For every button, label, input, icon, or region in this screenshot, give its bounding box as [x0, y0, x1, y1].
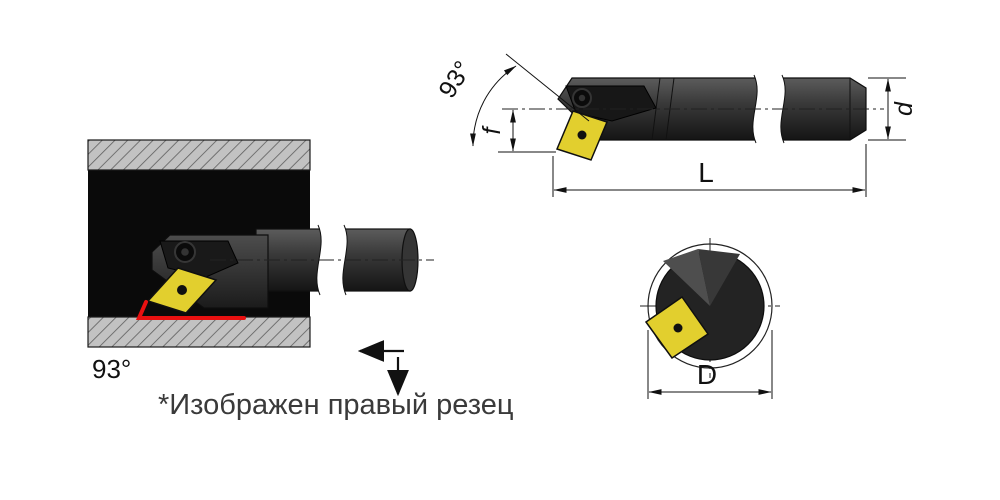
f-label: f [478, 124, 506, 134]
insert-hole [177, 285, 187, 295]
side-insert-hole [577, 130, 587, 140]
dim-D: D [647, 330, 773, 399]
end-head-facet-light [663, 249, 710, 306]
section-angle-label: 93° [92, 354, 131, 384]
cutting-edge-extension-line [505, 53, 590, 122]
dim-L: L [552, 144, 867, 197]
toolpath-line [135, 300, 246, 320]
dim-f: f [478, 109, 556, 153]
side-angle-label: 93° [433, 56, 477, 103]
angle-arc-lower [470, 100, 485, 147]
D-label: D [697, 359, 717, 390]
end-head-facet-mid [698, 249, 740, 306]
workpiece-hatch-top [87, 139, 311, 171]
side-break-gap [752, 75, 786, 143]
angle-arc-upper [483, 65, 517, 102]
note-text: *Изображен правый резец [158, 389, 514, 421]
side-clamp-screw-socket [578, 94, 586, 102]
d-label: d [890, 101, 918, 116]
head-joint-line [651, 77, 661, 141]
L-label: L [698, 157, 714, 188]
side-view: 93° f d L [433, 53, 918, 197]
end-insert-hole [673, 323, 683, 333]
section-view: 93° [87, 139, 434, 384]
bar-diameter-circle [647, 243, 773, 369]
end-view: D [640, 238, 780, 399]
dim-d: d [868, 77, 918, 141]
feed-direction-arrows [357, 340, 409, 397]
workpiece-hatch-bottom [87, 316, 311, 348]
clamp-screw-socket [181, 248, 189, 256]
